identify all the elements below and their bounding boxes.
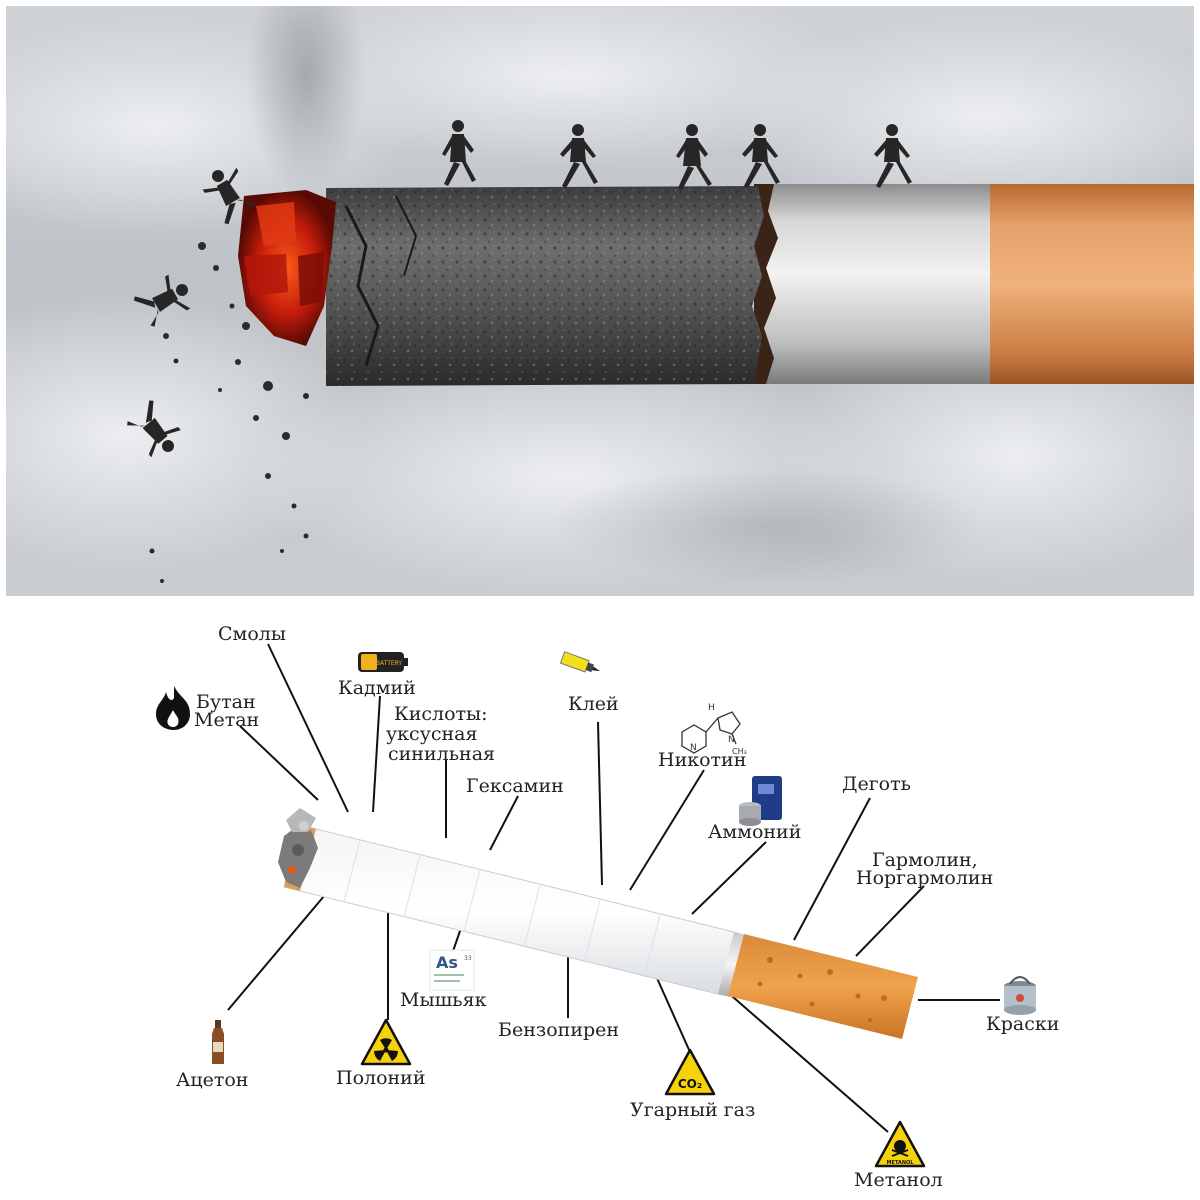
cigarette-drawing [278,808,918,1039]
leader-resins [267,643,349,813]
label-acids: Кислоты: [394,703,488,725]
arsenic-element-icon: As 33 [429,949,475,991]
label-tar: Деготь [842,773,911,795]
label-glue: Клей [568,693,619,715]
leader-glue [597,721,603,886]
falling-people [127,167,255,458]
leader-cadmium [372,695,381,813]
label-nicotine: Никотин [658,749,747,771]
arsenic-symbol: As [436,953,458,972]
label-arsenic: Мышьяк [400,989,487,1011]
methanol-icon-text: METANOL [887,1160,915,1166]
battery-icon-text: BATTERY [376,660,403,667]
burning-cigarette-illustration [6,6,1194,596]
flame-icon [156,686,190,730]
label-ammonium: Аммоний [708,821,802,843]
label-paints: Краски [986,1013,1060,1035]
radiation-warning-icon [360,1018,412,1066]
glue-tube-icon [559,651,601,673]
label-butane: Бутан [196,691,256,713]
leader-tar [793,797,871,941]
nicotine-h: H [708,703,715,713]
label-acetone: Ацетон [176,1069,249,1091]
label-norharmaline: Норгармолин [856,867,994,889]
chemical-drum-icon [739,776,782,826]
co2-icon-text: CO₂ [678,1077,702,1091]
label-polonium: Полоний [336,1067,426,1089]
nicotine-molecule-icon: N H N CH₃ [681,703,747,756]
leader-ammonium [691,841,767,915]
label-cadmium: Кадмий [338,677,416,699]
leader-butane-methane [239,725,319,801]
running-people [442,120,912,190]
co2-warning-icon: CO₂ [664,1048,716,1096]
battery-icon: BATTERY [358,652,408,672]
label-resins: Смолы [218,623,286,645]
nicotine-ch3: CH₃ [732,747,747,756]
diagram-drawing: BATTERY N H N CH₃ [156,643,1036,1168]
cigarette-composition-diagram: BATTERY N H N CH₃ [0,600,1200,1200]
leader-nicotine [629,769,705,891]
methanol-warning-icon: METANOL [874,1120,926,1168]
label-methane: Метан [194,709,260,731]
label-acids-acetic: уксусная [386,723,478,745]
label-harmaline: Гармолин, [872,849,978,871]
label-hexamine: Гексамин [466,775,564,797]
photo-panel [6,6,1194,596]
label-benzopyrene: Бензопирен [498,1019,620,1041]
label-carbon-monoxide: Угарный газ [630,1099,756,1121]
arsenic-number: 33 [464,955,472,962]
nicotine-n-ring: N [690,743,697,753]
leader-harmaline [855,885,925,957]
nicotine-n: N [728,735,735,745]
paint-can-icon [1004,976,1036,1015]
label-methanol: Метанол [854,1169,943,1191]
label-acids-hydrocyanic: синильная [388,743,496,765]
leader-hexamine [489,795,519,851]
bottle-icon [212,1020,224,1064]
